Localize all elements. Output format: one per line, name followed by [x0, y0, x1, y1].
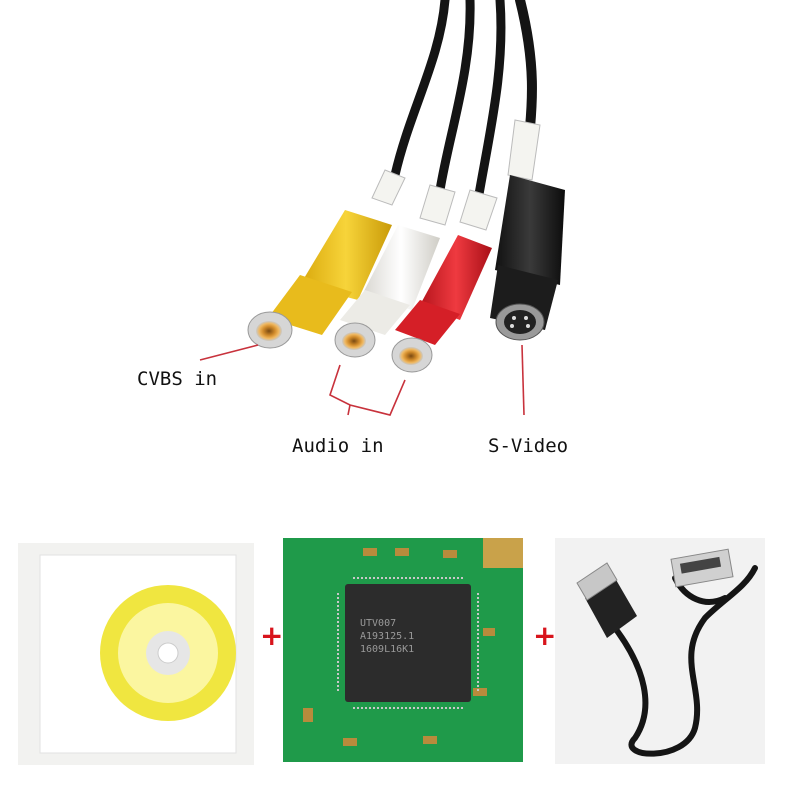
driver-cd-image: [39, 554, 237, 754]
pcb-image: [283, 538, 523, 762]
chip-line-1: UTV007: [360, 618, 397, 629]
chip-body: [345, 584, 471, 702]
pcb-panel: [283, 538, 523, 762]
yellow-rca-connector: [247, 169, 406, 349]
cd-panel: [18, 543, 254, 765]
cvbs-in-label: CVBS in: [137, 368, 218, 390]
pointer-lines: [199, 344, 525, 416]
s-video-label: S-Video: [488, 435, 569, 457]
plus-sign-2: +: [533, 619, 557, 652]
chip-line-3: 1609L16K1: [360, 644, 415, 655]
audio-in-label: Audio in: [292, 435, 384, 457]
plus-sign-1: +: [260, 619, 284, 652]
red-rca-connector: [391, 189, 498, 373]
usb-panel: [555, 538, 765, 764]
white-rca-connector: [334, 184, 456, 358]
chip-markings: UTV007 A193125.1 1609L16K1: [360, 617, 414, 656]
s-video-connector: [490, 119, 565, 341]
chip-line-2: A193125.1: [360, 631, 415, 642]
usb-extension-cable-image: [576, 548, 758, 757]
